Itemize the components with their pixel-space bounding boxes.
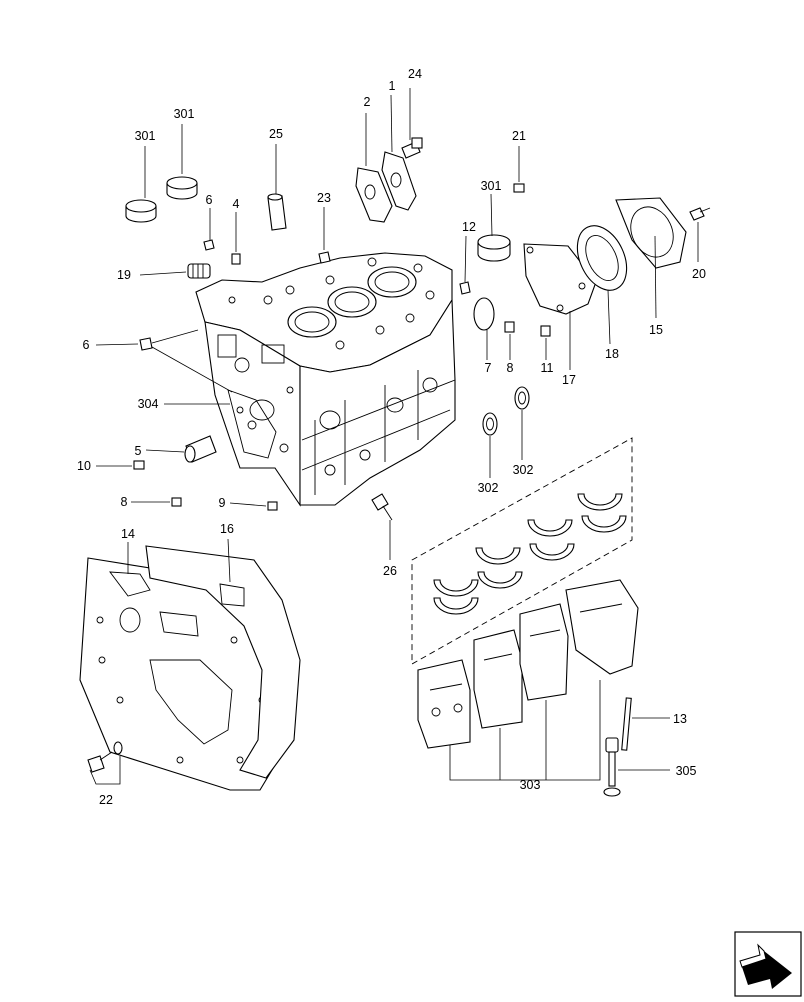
callout-23: 23 bbox=[317, 191, 331, 205]
callout-18: 18 bbox=[605, 347, 619, 361]
bolt-washer-part-22 bbox=[87, 741, 123, 773]
plug-part-8-lower bbox=[171, 497, 182, 507]
callout-302-right: 302 bbox=[513, 463, 534, 477]
callout-26: 26 bbox=[383, 564, 397, 578]
callout-22: 22 bbox=[99, 793, 113, 807]
callout-10: 10 bbox=[77, 459, 91, 473]
callout-301-left: 301 bbox=[135, 129, 156, 143]
callout-303: 303 bbox=[520, 778, 541, 792]
callout-8-lower: 8 bbox=[121, 495, 128, 509]
callout-4: 4 bbox=[233, 197, 240, 211]
screw-part-19 bbox=[187, 263, 211, 279]
bolt-part-305 bbox=[603, 737, 621, 797]
callout-1: 1 bbox=[389, 79, 396, 93]
gasket-part-2 bbox=[355, 167, 393, 223]
plug-part-10 bbox=[133, 460, 145, 470]
pin-part-8 bbox=[504, 321, 515, 333]
bolt-part-26 bbox=[371, 493, 393, 521]
seal-part-302-right bbox=[514, 386, 530, 410]
next-page-arrow-icon bbox=[734, 931, 802, 997]
fitting-part-24 bbox=[401, 137, 423, 159]
callout-11: 11 bbox=[541, 361, 554, 375]
callout-301-middle: 301 bbox=[174, 107, 195, 121]
callout-bracket-303 bbox=[449, 680, 601, 781]
gasket-part-1 bbox=[381, 151, 417, 211]
callout-305: 305 bbox=[676, 764, 697, 778]
sleeve-part-25 bbox=[267, 193, 287, 231]
seal-retainer-part-15 bbox=[615, 197, 687, 269]
plug-part-9 bbox=[267, 501, 278, 511]
callout-6-top: 6 bbox=[206, 193, 213, 207]
expansion-plug-left bbox=[125, 199, 157, 223]
drain-fitting-part-5 bbox=[184, 435, 217, 463]
plug-part-6 bbox=[203, 239, 215, 251]
callout-7: 7 bbox=[485, 361, 492, 375]
callout-8-right: 8 bbox=[507, 361, 514, 375]
callout-304: 304 bbox=[138, 397, 159, 411]
expansion-plug-middle bbox=[166, 176, 198, 200]
next-page-arrow-button[interactable] bbox=[734, 931, 802, 997]
callout-5: 5 bbox=[135, 444, 142, 458]
expansion-plug-right bbox=[477, 234, 511, 262]
pin-part-13 bbox=[621, 697, 632, 751]
callout-14: 14 bbox=[121, 527, 135, 541]
callout-15: 15 bbox=[649, 323, 663, 337]
callout-16: 16 bbox=[220, 522, 234, 536]
callout-25: 25 bbox=[269, 127, 283, 141]
bearing-set-outline bbox=[411, 437, 633, 665]
oil-seal-part-18 bbox=[576, 225, 628, 291]
rear-gasket-part-16 bbox=[145, 545, 301, 779]
gasket-part-17 bbox=[523, 243, 597, 315]
callout-13: 13 bbox=[673, 712, 687, 726]
callout-21: 21 bbox=[512, 129, 526, 143]
pin-part-4 bbox=[231, 253, 241, 265]
cylinder-block bbox=[195, 252, 456, 507]
callout-20: 20 bbox=[692, 267, 706, 281]
plug-part-23 bbox=[318, 251, 331, 264]
callout-301-right: 301 bbox=[481, 179, 502, 193]
callout-6-side: 6 bbox=[83, 338, 90, 352]
callout-12: 12 bbox=[462, 220, 476, 234]
plug-part-12 bbox=[459, 281, 471, 295]
callout-24: 24 bbox=[408, 67, 422, 81]
plug-part-6-side bbox=[139, 337, 153, 351]
callout-302-left: 302 bbox=[478, 481, 499, 495]
callout-19: 19 bbox=[117, 268, 131, 282]
callout-9: 9 bbox=[219, 496, 226, 510]
bearing-shells bbox=[433, 493, 627, 615]
disc-part-7 bbox=[473, 297, 495, 331]
seal-part-302-left bbox=[482, 412, 498, 436]
pin-part-11 bbox=[540, 325, 551, 337]
main-bearing-caps bbox=[417, 579, 639, 749]
callout-17: 17 bbox=[562, 373, 576, 387]
callout-2: 2 bbox=[364, 95, 371, 109]
bolt-part-20 bbox=[689, 207, 711, 221]
callout-labels: 24 2 1 301 301 25 6 4 23 21 301 12 19 20… bbox=[77, 67, 706, 807]
pin-part-21 bbox=[513, 183, 525, 193]
leader-lines bbox=[89, 88, 699, 785]
